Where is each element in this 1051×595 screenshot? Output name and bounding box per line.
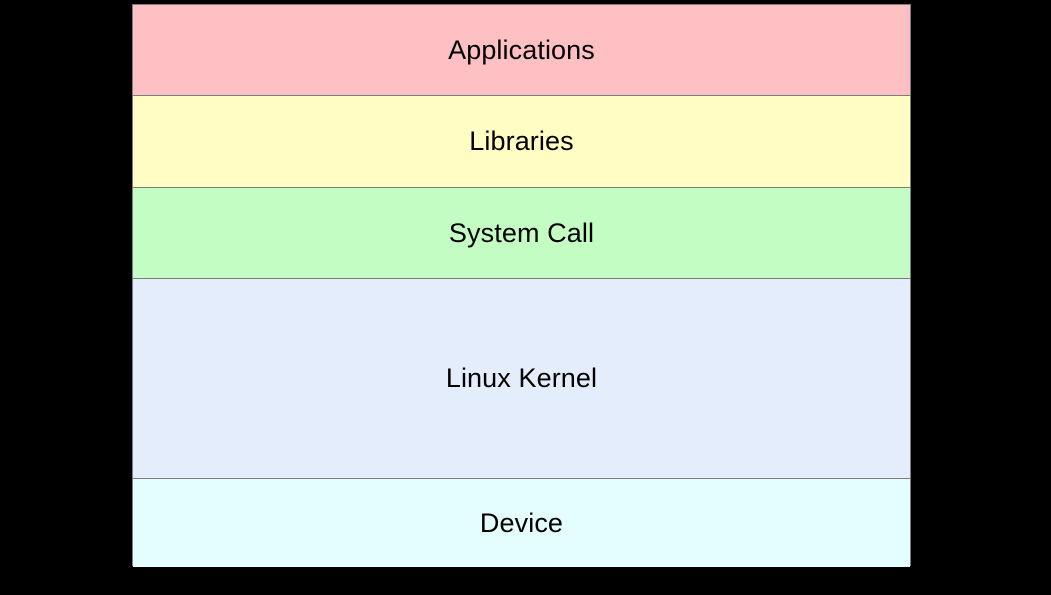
- layer-linux-kernel[interactable]: Linux Kernel: [133, 279, 910, 479]
- layer-label-system-call: System Call: [448, 217, 595, 248]
- layer-libraries[interactable]: Libraries: [133, 96, 910, 188]
- layer-label-linux-kernel: Linux Kernel: [445, 363, 598, 393]
- layered-stack-diagram: Applications Libraries System Call Linux…: [132, 4, 911, 567]
- layer-label-device: Device: [479, 507, 564, 538]
- layer-system-call[interactable]: System Call: [133, 188, 910, 279]
- layer-device[interactable]: Device: [133, 479, 910, 567]
- layer-label-applications: Applications: [448, 34, 595, 65]
- layer-label-libraries: Libraries: [469, 126, 574, 156]
- layer-applications[interactable]: Applications: [133, 5, 910, 96]
